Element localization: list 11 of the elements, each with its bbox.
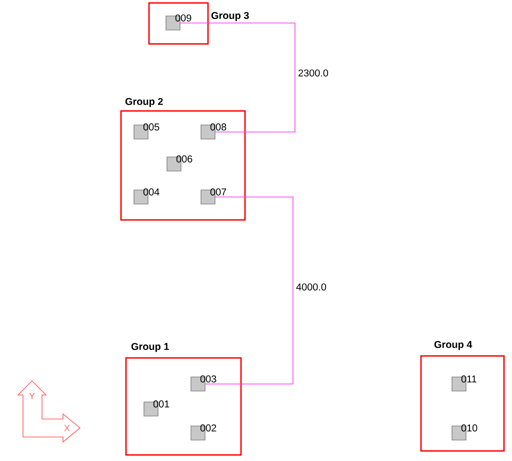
node-label: Group 3 xyxy=(211,12,249,21)
label: Y xyxy=(29,392,35,400)
axis-drawing: Y X xyxy=(17,380,81,443)
edge-label: 2300.0 xyxy=(297,68,330,78)
connector-line xyxy=(180,22,296,132)
label: X xyxy=(64,424,70,432)
edge-label: 4000.0 xyxy=(295,282,328,292)
connector-line xyxy=(204,196,294,384)
node-label: Group 2 xyxy=(125,98,163,107)
node-label: Group 4 xyxy=(434,340,472,350)
node-label: Group 1 xyxy=(131,342,169,352)
